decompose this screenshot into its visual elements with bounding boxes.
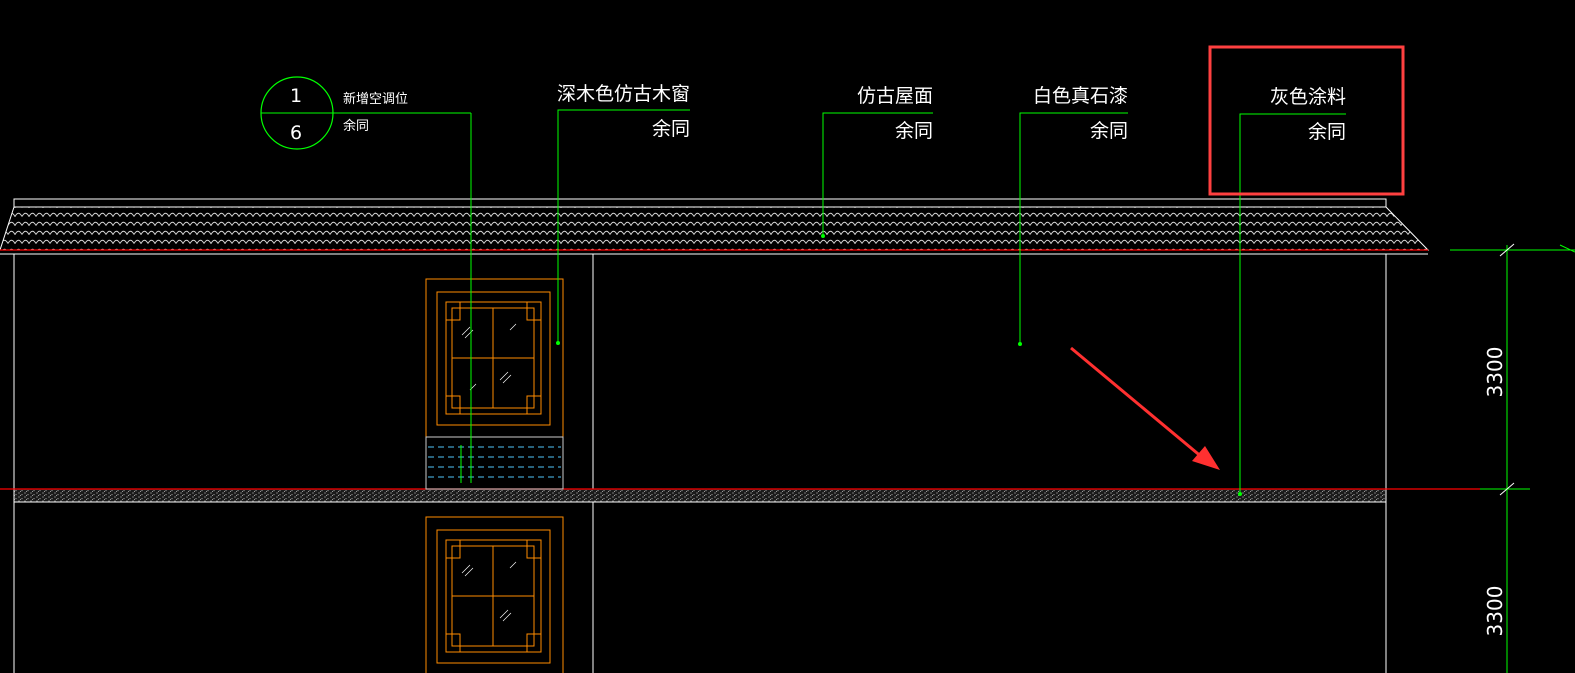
annotation-roof-sub: 余同: [895, 120, 933, 142]
dimension-upper: 3300: [1483, 347, 1507, 398]
callout-top-number: 1: [290, 85, 302, 107]
annotation-stone-paint-label: 白色真石漆: [1033, 85, 1128, 107]
annotation-gray-coating: 灰色涂料 余同: [1238, 86, 1346, 496]
annotation-window: 深木色仿古木窗 余同: [556, 83, 690, 345]
annotation-gray-coating-sub: 余同: [1308, 121, 1346, 143]
dimension-lower: 3300: [1483, 586, 1507, 637]
annotation-window-label: 深木色仿古木窗: [557, 83, 690, 105]
detail-callout: 1 6 新增空调位 余同: [260, 76, 472, 483]
roof-ridge: [13, 198, 1387, 208]
roof: [0, 198, 1430, 255]
annotation-stone-paint: 白色真石漆 余同: [1018, 85, 1128, 346]
window-lower: [425, 516, 564, 673]
roof-tiles: [0, 206, 1430, 251]
callout-bottom-number: 6: [290, 122, 302, 144]
annotation-gray-coating-label: 灰色涂料: [1270, 86, 1346, 108]
floor-band-hatch: [13, 488, 1387, 503]
annotation-window-sub: 余同: [652, 118, 690, 140]
building-walls: [13, 254, 1387, 673]
annotation-roof: 仿古屋面 余同: [821, 85, 933, 238]
dimension-chain: [1450, 243, 1575, 673]
highlight-box: [1208, 45, 1405, 196]
arrow-icon: [1070, 346, 1220, 470]
window-upper: [425, 278, 564, 438]
ac-railing: [425, 436, 564, 490]
annotation-stone-paint-sub: 余同: [1090, 120, 1128, 142]
floor-band: [0, 488, 1480, 503]
callout-note-2: 余同: [343, 118, 369, 134]
callout-note-1: 新增空调位: [343, 91, 408, 107]
annotation-roof-label: 仿古屋面: [857, 85, 933, 107]
